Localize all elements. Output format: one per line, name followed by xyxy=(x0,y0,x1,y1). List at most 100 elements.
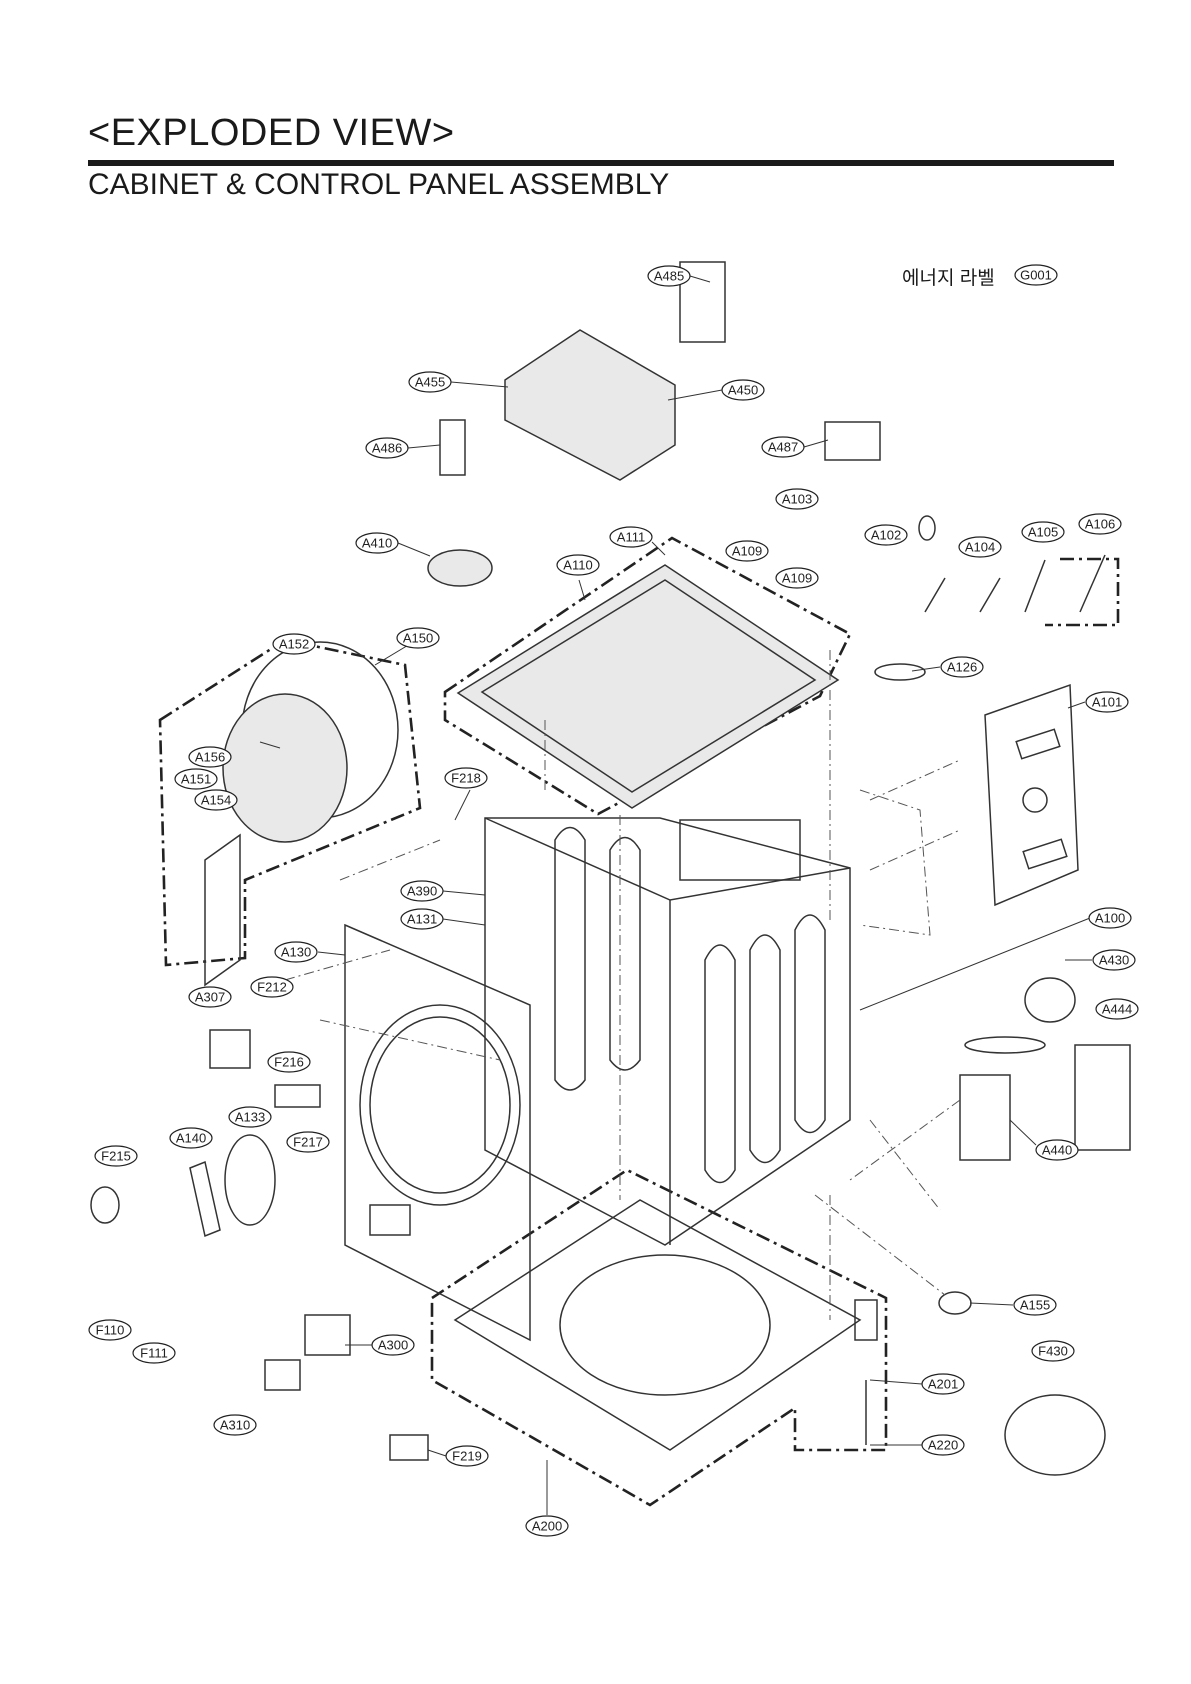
callout-a450: A450 xyxy=(721,379,765,401)
svg-text:A101: A101 xyxy=(1092,695,1122,710)
title-rule xyxy=(88,160,1114,166)
callout-f218: F218 xyxy=(444,767,488,789)
svg-text:F111: F111 xyxy=(140,1346,168,1361)
callout-a444: A444 xyxy=(1095,998,1139,1020)
callout-a140: A140 xyxy=(169,1127,213,1149)
callout-a300: A300 xyxy=(371,1334,415,1356)
svg-text:A390: A390 xyxy=(407,884,437,899)
callout-a133: A133 xyxy=(228,1106,272,1128)
svg-text:A200: A200 xyxy=(532,1519,562,1534)
svg-text:A110: A110 xyxy=(563,558,592,573)
svg-text:A103: A103 xyxy=(782,492,812,507)
svg-text:A487: A487 xyxy=(768,440,798,455)
callout-a430: A430 xyxy=(1092,949,1136,971)
callout-a486: A486 xyxy=(365,437,409,459)
svg-text:A102: A102 xyxy=(871,528,901,543)
svg-text:A455: A455 xyxy=(415,375,445,390)
svg-text:A310: A310 xyxy=(220,1418,250,1433)
svg-text:A201: A201 xyxy=(928,1377,958,1392)
projection-lines xyxy=(284,650,961,1320)
svg-text:F110: F110 xyxy=(96,1323,125,1338)
callout-a150: A150 xyxy=(396,627,440,649)
callout-a440: A440 xyxy=(1035,1139,1079,1161)
svg-text:F216: F216 xyxy=(274,1055,304,1070)
callout-a106: A106 xyxy=(1078,513,1122,535)
callout-a151: A151 xyxy=(174,768,218,790)
page-title: <EXPLODED VIEW> xyxy=(88,112,455,154)
callout-a390: A390 xyxy=(400,880,444,902)
svg-text:F218: F218 xyxy=(451,771,481,786)
svg-text:A300: A300 xyxy=(378,1338,408,1353)
callout-a103: A103 xyxy=(775,488,819,510)
callout-a200: A200 xyxy=(525,1515,569,1537)
callout-a152: A152 xyxy=(272,633,316,655)
callout-a307: A307 xyxy=(188,986,232,1008)
svg-text:F219: F219 xyxy=(452,1449,482,1464)
callout-a155: A155 xyxy=(1013,1294,1057,1316)
energy-label-text: 에너지 라벨 xyxy=(902,268,995,289)
callout-a156: A156 xyxy=(188,746,232,768)
callout-a109-upper: A109 xyxy=(725,540,769,562)
small-parts xyxy=(90,515,1131,1476)
callout-f111: F111 xyxy=(132,1342,176,1364)
svg-text:F215: F215 xyxy=(101,1149,131,1164)
callout-f430: F430 xyxy=(1031,1340,1075,1362)
svg-text:A109: A109 xyxy=(782,571,812,586)
svg-text:A410: A410 xyxy=(362,536,392,551)
svg-text:A307: A307 xyxy=(195,990,225,1005)
callout-a485: A485 xyxy=(647,265,691,287)
callout-a154: A154 xyxy=(194,789,238,811)
callout-f215: F215 xyxy=(94,1145,138,1167)
svg-text:A109: A109 xyxy=(732,544,762,559)
callout-a105: A105 xyxy=(1021,521,1065,543)
callout-a220: A220 xyxy=(921,1434,965,1456)
callout-f217: F217 xyxy=(286,1131,330,1153)
callout-a310: A310 xyxy=(213,1414,257,1436)
svg-text:A485: A485 xyxy=(654,269,684,284)
svg-text:A154: A154 xyxy=(201,793,231,808)
callout-a101: A101 xyxy=(1085,691,1129,713)
svg-text:A131: A131 xyxy=(407,912,437,927)
svg-text:G001: G001 xyxy=(1020,268,1052,283)
svg-text:A486: A486 xyxy=(372,441,402,456)
top-cover-group-outline xyxy=(443,536,852,816)
callout-f110: F110 xyxy=(88,1319,132,1341)
svg-text:A444: A444 xyxy=(1102,1002,1132,1017)
svg-text:F217: F217 xyxy=(293,1135,323,1150)
callout-a131: A131 xyxy=(400,908,444,930)
svg-text:A106: A106 xyxy=(1085,517,1115,532)
svg-text:A430: A430 xyxy=(1099,953,1129,968)
svg-text:A100: A100 xyxy=(1095,911,1125,926)
svg-text:F212: F212 xyxy=(257,980,287,995)
svg-text:A111: A111 xyxy=(617,530,645,545)
svg-text:A105: A105 xyxy=(1028,525,1058,540)
svg-text:A133: A133 xyxy=(235,1110,265,1125)
callout-a201: A201 xyxy=(921,1373,965,1395)
callout-a455: A455 xyxy=(408,371,452,393)
cabinet-base xyxy=(453,1199,862,1451)
svg-text:A152: A152 xyxy=(279,637,309,652)
svg-text:A151: A151 xyxy=(181,772,211,787)
svg-text:F430: F430 xyxy=(1038,1344,1068,1359)
leader-lines xyxy=(259,275,1092,1515)
callout-a110: A110 xyxy=(556,554,600,576)
svg-text:A104: A104 xyxy=(965,540,995,555)
energy-label-note: 에너지 라벨 xyxy=(902,263,995,290)
callout-a104: A104 xyxy=(958,536,1002,558)
svg-text:A220: A220 xyxy=(928,1438,958,1453)
callout-a102: A102 xyxy=(864,524,908,546)
callout-a126: A126 xyxy=(940,656,984,678)
svg-text:A150: A150 xyxy=(403,631,433,646)
callout-f212: F212 xyxy=(250,976,294,998)
callout-f216: F216 xyxy=(267,1051,311,1073)
rear-cover xyxy=(984,683,1079,907)
svg-text:A140: A140 xyxy=(176,1131,206,1146)
callout-g001: G001 xyxy=(1014,264,1058,286)
callout-a109-lower: A109 xyxy=(775,567,819,589)
svg-text:A130: A130 xyxy=(281,945,311,960)
base-group-outline xyxy=(430,1168,888,1507)
page-subtitle: CABINET & CONTROL PANEL ASSEMBLY xyxy=(88,168,670,201)
callout-a410: A410 xyxy=(355,532,399,554)
svg-text:A156: A156 xyxy=(195,750,225,765)
